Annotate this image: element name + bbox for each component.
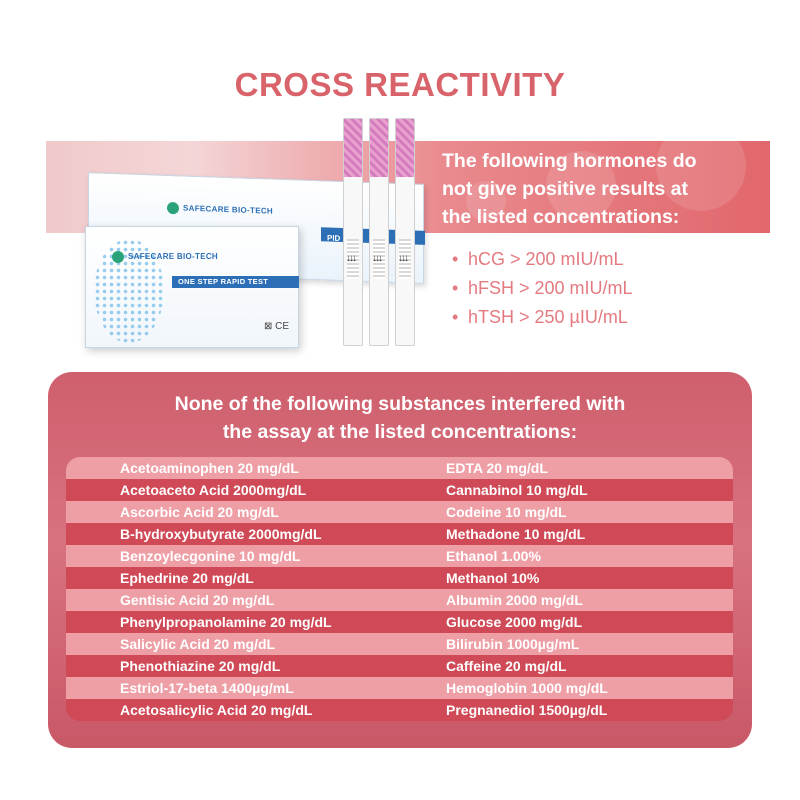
arrow-down-icon: ↓↓↓ bbox=[372, 253, 383, 264]
substance-cell: Hemoglobin 1000 mg/dL bbox=[446, 680, 608, 696]
substance-cell: Caffeine 20 mg/dL bbox=[446, 658, 567, 674]
substance-cell: Glucose 2000 mg/dL bbox=[446, 614, 583, 630]
substance-cell: Benzoylecgonine 10 mg/dL bbox=[120, 548, 301, 564]
substance-cell: Albumin 2000 mg/dL bbox=[446, 592, 583, 608]
table-row: Benzoylecgonine 10 mg/dL Ethanol 1.00% bbox=[66, 545, 733, 567]
substances-table: Acetoaminophen 20 mg/dL EDTA 20 mg/dL Ac… bbox=[66, 457, 733, 721]
product-box-front: SAFECARE BIO-TECH ONE STEP RAPID TEST ⊠ … bbox=[85, 226, 299, 348]
substance-cell: Acetoaceto Acid 2000mg/dL bbox=[120, 482, 307, 498]
substances-heading: None of the following substances interfe… bbox=[48, 390, 752, 446]
substance-cell: Pregnanediol 1500µg/dL bbox=[446, 702, 608, 718]
strip-window bbox=[399, 239, 411, 279]
substance-cell: B-hydroxybutyrate 2000mg/dL bbox=[120, 526, 322, 542]
strip-window bbox=[373, 239, 385, 279]
strip-wick bbox=[344, 119, 362, 177]
hormone-intro-line: not give positive results at bbox=[442, 178, 688, 200]
substance-cell: Acetosalicylic Acid 20 mg/dL bbox=[120, 702, 313, 718]
table-row: Acetoaminophen 20 mg/dL EDTA 20 mg/dL bbox=[66, 457, 733, 479]
table-row: Acetosalicylic Acid 20 mg/dL Pregnanedio… bbox=[66, 699, 733, 721]
substance-cell: Gentisic Acid 20 mg/dL bbox=[120, 592, 275, 608]
box-stripe-label: ONE STEP RAPID TEST bbox=[172, 276, 299, 288]
substance-cell: Phenothiazine 20 mg/dL bbox=[120, 658, 281, 674]
substance-cell: Codeine 10 mg/dL bbox=[446, 504, 567, 520]
substance-cell: Estriol-17-beta 1400µg/mL bbox=[120, 680, 294, 696]
hormone-list: hCG > 200 mIU/mL hFSH > 200 mIU/mL hTSH … bbox=[452, 245, 633, 332]
arrow-down-icon: ↓↓↓ bbox=[346, 253, 357, 264]
brand-logo: SAFECARE BIO-TECH bbox=[167, 201, 273, 218]
table-row: Salicylic Acid 20 mg/dL Bilirubin 1000µg… bbox=[66, 633, 733, 655]
table-row: Acetoaceto Acid 2000mg/dL Cannabinol 10 … bbox=[66, 479, 733, 501]
table-row: B-hydroxybutyrate 2000mg/dL Methadone 10… bbox=[66, 523, 733, 545]
substances-panel: None of the following substances interfe… bbox=[48, 372, 752, 748]
ce-mark-icon: ⊠ CE bbox=[264, 321, 290, 332]
table-row: Ephedrine 20 mg/dL Methanol 10% bbox=[66, 567, 733, 589]
substance-cell: Phenylpropanolamine 20 mg/dL bbox=[120, 614, 332, 630]
page-title: CROSS REACTIVITY bbox=[234, 66, 566, 103]
strip-window bbox=[347, 239, 359, 279]
strip-wick bbox=[370, 119, 388, 177]
substance-cell: Ethanol 1.00% bbox=[446, 548, 541, 564]
hormone-intro-line: the listed concentrations: bbox=[442, 206, 680, 228]
brand-leaf-icon bbox=[167, 201, 179, 215]
brand-leaf-icon bbox=[112, 251, 124, 263]
substance-cell: Ascorbic Acid 20 mg/dL bbox=[120, 504, 279, 520]
test-strip: ↓↓↓ bbox=[395, 118, 415, 346]
substance-cell: Methadone 10 mg/dL bbox=[446, 526, 586, 542]
table-row: Estriol-17-beta 1400µg/mL Hemoglobin 100… bbox=[66, 677, 733, 699]
substances-heading-line: the assay at the listed concentrations: bbox=[222, 421, 578, 443]
hormone-item: hTSH > 250 µIU/mL bbox=[452, 303, 633, 332]
substance-cell: Salicylic Acid 20 mg/dL bbox=[120, 636, 276, 652]
substance-cell: Cannabinol 10 mg/dL bbox=[446, 482, 588, 498]
substance-cell: Ephedrine 20 mg/dL bbox=[120, 570, 254, 586]
substance-cell: Bilirubin 1000µg/mL bbox=[446, 636, 580, 652]
hormone-intro-line: The following hormones do bbox=[442, 150, 697, 172]
substance-cell: EDTA 20 mg/dL bbox=[446, 460, 548, 476]
substances-heading-line: None of the following substances interfe… bbox=[174, 393, 626, 415]
hormone-item: hCG > 200 mIU/mL bbox=[452, 245, 633, 274]
table-row: Ascorbic Acid 20 mg/dL Codeine 10 mg/dL bbox=[66, 501, 733, 523]
arrow-down-icon: ↓↓↓ bbox=[398, 253, 409, 264]
test-strip: ↓↓↓ bbox=[343, 118, 363, 346]
table-row: Phenothiazine 20 mg/dL Caffeine 20 mg/dL bbox=[66, 655, 733, 677]
hormone-intro: The following hormones do not give posit… bbox=[442, 147, 762, 231]
substance-cell: Methanol 10% bbox=[446, 570, 540, 586]
strip-wick bbox=[396, 119, 414, 177]
table-row: Gentisic Acid 20 mg/dL Albumin 2000 mg/d… bbox=[66, 589, 733, 611]
substance-cell: Acetoaminophen 20 mg/dL bbox=[120, 460, 299, 476]
dot-pattern-decoration bbox=[94, 239, 164, 343]
box-back-stripe-label: PID bbox=[327, 233, 341, 243]
test-strip: ↓↓↓ bbox=[369, 118, 389, 346]
table-row: Phenylpropanolamine 20 mg/dL Glucose 200… bbox=[66, 611, 733, 633]
hormone-item: hFSH > 200 mIU/mL bbox=[452, 274, 633, 303]
brand-logo-front: SAFECARE BIO-TECH bbox=[112, 251, 218, 263]
